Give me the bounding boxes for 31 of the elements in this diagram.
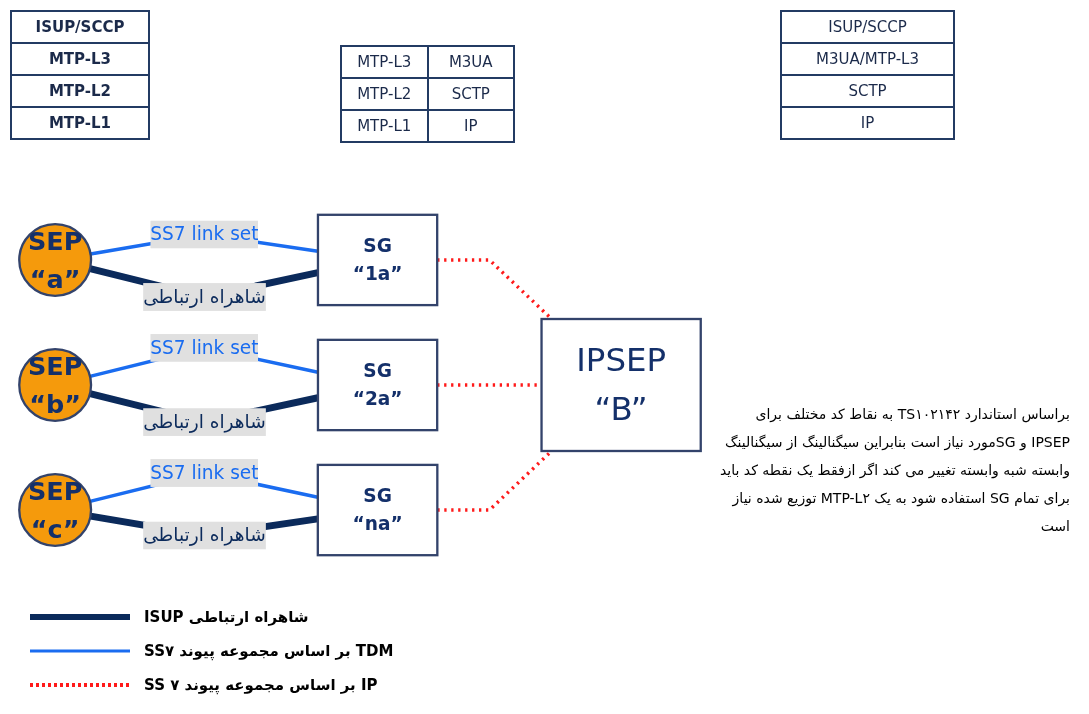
protocol-layer-cell: SCTP bbox=[427, 78, 514, 110]
edge-label: شاهراه ارتباطی bbox=[143, 410, 266, 433]
protocol-layer-cell: ISUP/SCCP bbox=[781, 11, 954, 43]
protocol-layer-cell: IP bbox=[427, 110, 514, 142]
edge-label: شاهراه ارتباطی bbox=[143, 523, 266, 546]
protocol-layer-cell: M3UA/MTP-L3 bbox=[781, 43, 954, 75]
protocol-layer-cell: MTP-L3 bbox=[11, 43, 149, 75]
protocol-layer-cell: MTP-L1 bbox=[11, 107, 149, 139]
node-box: SG “na” bbox=[316, 463, 439, 557]
protocol-layer-cell: MTP-L3 bbox=[341, 46, 428, 78]
protocol-layer-cell: MTP-L1 bbox=[341, 110, 428, 142]
node-box: IPSEP “B” bbox=[540, 317, 702, 453]
legend-label: IP بر اساس مجموعه پیوند SS ۷ bbox=[144, 676, 378, 694]
legend-label: TDM بر اساس مجموعه پیوند SS۷ bbox=[144, 642, 394, 660]
edge-label: SS7 link set bbox=[150, 222, 259, 245]
protocol-layer-cell: ISUP/SCCP bbox=[11, 11, 149, 43]
node-box: SG “2a” bbox=[316, 338, 439, 432]
edge-label: شاهراه ارتباطی bbox=[143, 285, 266, 308]
node-circle: SEP “c” bbox=[18, 473, 93, 548]
protocol-layer-cell: M3UA bbox=[427, 46, 514, 78]
protocol-layer-cell: IP bbox=[781, 107, 954, 139]
node-box: SG “1a” bbox=[316, 213, 439, 307]
protocol-layer-cell: MTP-L2 bbox=[341, 78, 428, 110]
protocol-layer-cell: SCTP bbox=[781, 75, 954, 107]
note-text: براساس استاندارد TS۱۰۲۱۴۲ به نقاط کد مختلف برای IPSEP و SGمورد نیاز است بنابراین سیگنالینگ از سیگنالینگ وابسته شبه وابسته تغییر می کند اگر ازفقط یک نقطه کد باید برای تمام SG استفاده شود به یک MTP-L۲ توزیع شده نیاز است bbox=[720, 405, 1070, 536]
node-circle: SEP “b” bbox=[18, 347, 93, 423]
protocol-layer-cell: MTP-L2 bbox=[11, 75, 149, 107]
legend-label: شاهراه ارتباطی ISUP bbox=[144, 608, 309, 626]
edge-label: SS7 link set bbox=[150, 461, 259, 484]
edge-label: SS7 link set bbox=[150, 336, 259, 359]
node-circle: SEP “a” bbox=[18, 222, 93, 297]
